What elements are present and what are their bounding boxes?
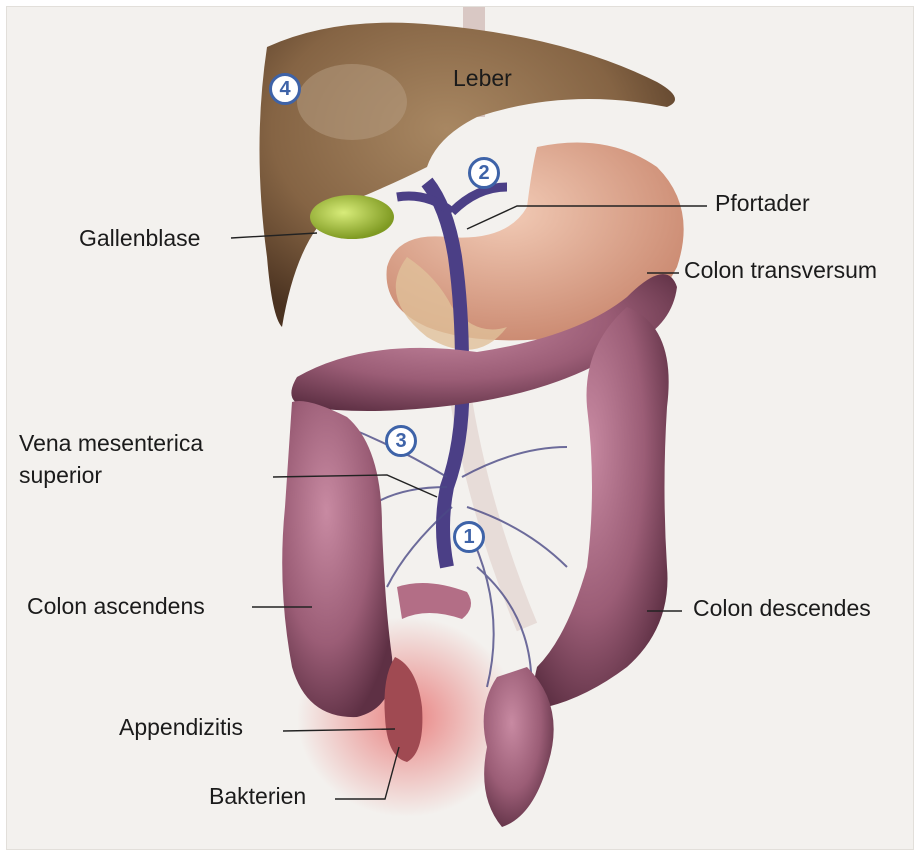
marker-3: 3 — [385, 425, 417, 457]
label-gallenblase: Gallenblase — [79, 225, 200, 252]
marker-2: 2 — [468, 157, 500, 189]
marker-4: 4 — [269, 73, 301, 105]
illustration-frame: Leber Pfortader Gallenblase Colon transv… — [6, 6, 914, 850]
portal-branches — [397, 187, 507, 212]
label-bakterien: Bakterien — [209, 783, 306, 810]
label-pfortader: Pfortader — [715, 190, 810, 217]
label-colon-ascendens: Colon ascendens — [27, 593, 205, 620]
liver-lesion — [297, 64, 407, 140]
marker-1: 1 — [453, 521, 485, 553]
label-leber: Leber — [453, 65, 512, 92]
label-colon-descendes: Colon descendes — [693, 595, 871, 622]
small-intestine-loop — [397, 583, 471, 619]
label-vena-superior: superior — [19, 462, 102, 489]
gallbladder — [310, 195, 394, 239]
label-vena-mesenterica: Vena mesenterica — [19, 430, 203, 457]
label-colon-transversum: Colon transversum — [684, 257, 877, 284]
label-appendizitis: Appendizitis — [119, 714, 243, 741]
sigmoid-colon — [484, 667, 554, 827]
colon-ascendens — [282, 401, 392, 717]
